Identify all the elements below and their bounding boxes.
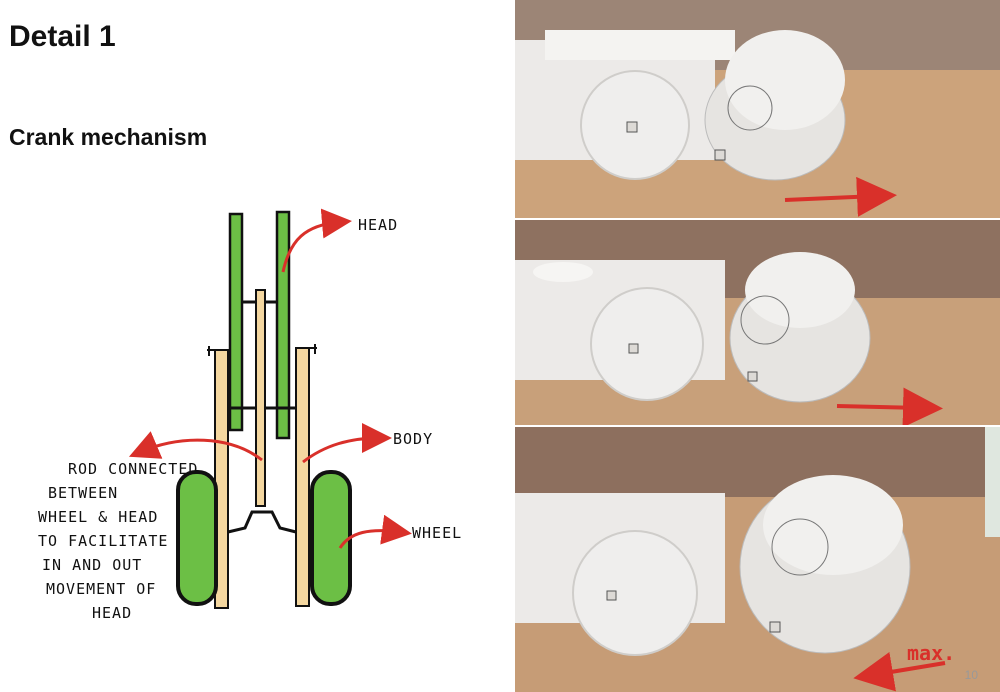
crank-mechanism-sketch: HEAD BODY WHEEL ROD CONNECTED BETWEEN WH… bbox=[38, 208, 462, 620]
crank-path bbox=[227, 510, 297, 534]
label-body: BODY bbox=[393, 430, 433, 448]
label-rod-7: HEAD bbox=[92, 604, 132, 620]
max-annotation: max. bbox=[907, 641, 955, 665]
label-rod-4: TO FACILITATE bbox=[38, 532, 168, 550]
label-rod-6: MOVEMENT OF bbox=[46, 580, 156, 598]
body-arrow bbox=[302, 423, 392, 464]
slide-subtitle: Crank mechanism bbox=[9, 124, 208, 150]
photo-frame-2 bbox=[515, 220, 1000, 425]
label-rod-1: ROD CONNECTED bbox=[68, 460, 198, 478]
wheel-left bbox=[176, 470, 218, 606]
label-wheel: WHEEL bbox=[412, 524, 462, 542]
slide-title: Detail 1 bbox=[9, 20, 116, 53]
center-rod bbox=[255, 289, 266, 507]
photo3-arrow bbox=[853, 651, 946, 692]
head-bar-right bbox=[275, 210, 291, 440]
photo2-arrow bbox=[836, 387, 943, 425]
wheel-arrow bbox=[338, 514, 412, 549]
model-photos: max. bbox=[515, 0, 1000, 692]
wheel-right bbox=[310, 470, 352, 606]
photo1-arrow bbox=[784, 176, 897, 217]
photo-frame-3: max. bbox=[515, 427, 1000, 692]
head-bar-left bbox=[228, 212, 244, 432]
label-rod-5: IN AND OUT bbox=[42, 556, 142, 574]
page-number: 10 bbox=[964, 668, 978, 682]
body-bar-left bbox=[214, 349, 229, 609]
photo-frame-1 bbox=[515, 0, 1000, 218]
label-rod-2: BETWEEN bbox=[48, 484, 118, 502]
label-rod-3: WHEEL & HEAD bbox=[38, 508, 158, 526]
label-head: HEAD bbox=[358, 216, 398, 234]
body-bar-right bbox=[295, 347, 310, 607]
rod-arrow bbox=[128, 431, 263, 462]
head-arrow bbox=[281, 208, 352, 273]
